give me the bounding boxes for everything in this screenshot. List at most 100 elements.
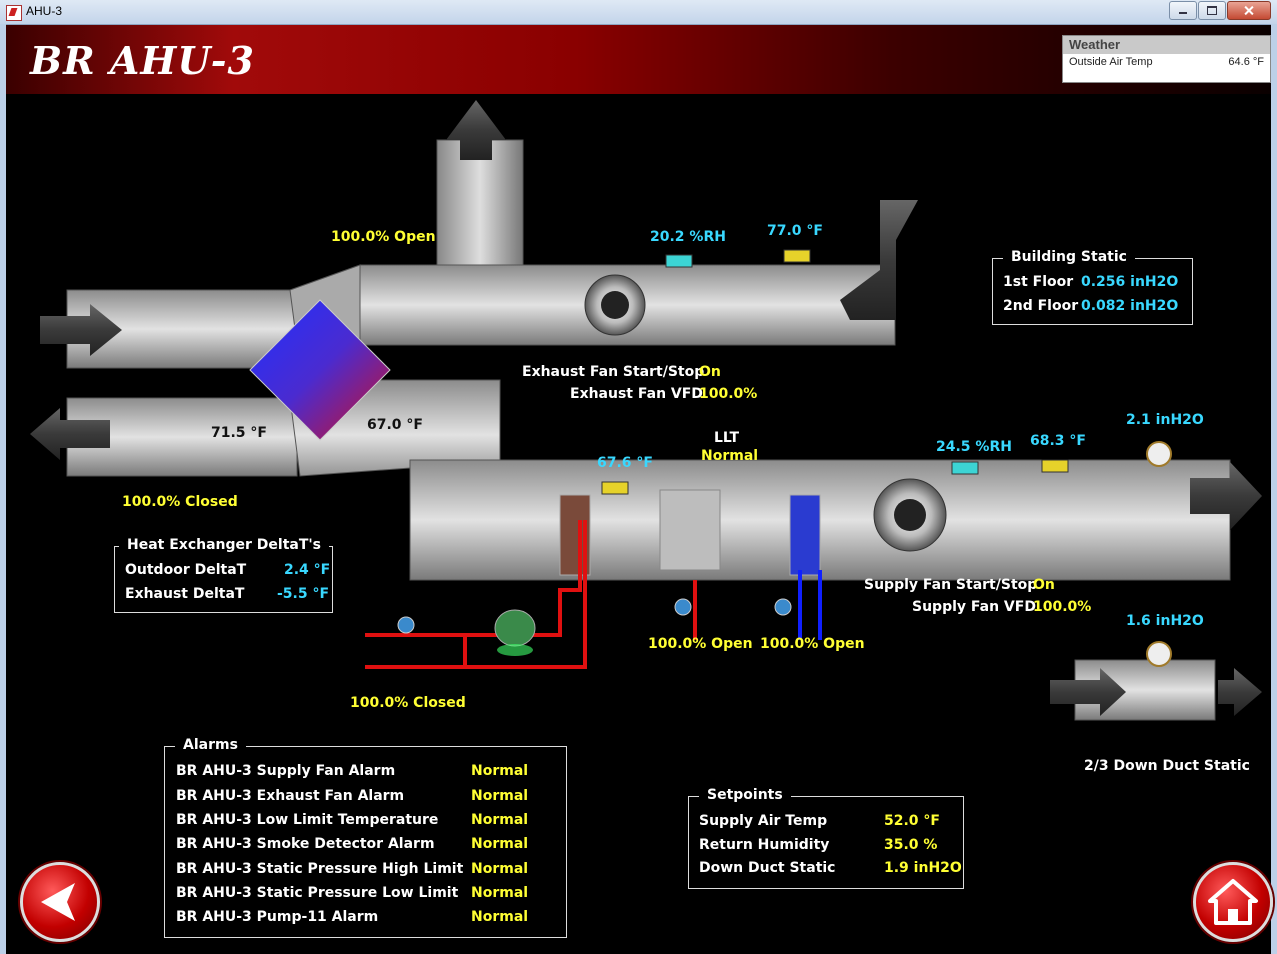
- alarm-status: Normal: [471, 836, 529, 852]
- exhaust-fan-vfd-label: Exhaust Fan VFD: [570, 386, 703, 402]
- maximize-button[interactable]: [1198, 1, 1226, 20]
- exhaust-damper-position: 100.0% Open: [331, 229, 436, 245]
- pump-valve-actuator: [397, 616, 415, 634]
- exhaust-stack: [436, 100, 524, 291]
- supply-humidity-sensor: [951, 461, 979, 475]
- alarm-label: BR AHU-3 Static Pressure High Limit: [176, 861, 464, 877]
- exhaust-air-out-arrow: [30, 408, 110, 460]
- alarm-status: Normal: [471, 909, 529, 925]
- home-button[interactable]: [1193, 862, 1273, 942]
- back-arrow-icon: [41, 883, 75, 921]
- hx-delta-title: Heat Exchanger DeltaT's: [119, 537, 330, 553]
- supply-duct: [409, 459, 1262, 581]
- outdoor-delta-value: 2.4 °F: [284, 562, 331, 578]
- supply-static-value: 2.1 inH2O: [1126, 412, 1204, 428]
- floor2-static-label: 2nd Floor: [1003, 298, 1079, 314]
- window-frame-left: [0, 24, 6, 954]
- alarm-status: Normal: [471, 788, 529, 804]
- setpoint-down-duct-value[interactable]: 1.9 inH2O: [884, 860, 962, 876]
- down-duct-static-gauge: [1146, 641, 1172, 667]
- exhaust-delta-value: -5.5 °F: [277, 586, 330, 602]
- hot-water-valve-position[interactable]: 100.0% Open: [648, 636, 753, 652]
- supply-fan-start-label: Supply Fan Start/Stop: [864, 577, 1038, 593]
- setpoint-supply-air-label: Supply Air Temp: [699, 813, 828, 829]
- setpoint-return-humidity-label: Return Humidity: [699, 837, 830, 853]
- setpoint-supply-air-value[interactable]: 52.0 °F: [884, 813, 940, 829]
- app-icon: [6, 5, 22, 21]
- filter-section: [659, 489, 721, 571]
- exhaust-fan-start-value[interactable]: On: [699, 364, 721, 380]
- hot-water-valve-actuator: [674, 598, 692, 616]
- floor1-static-value: 0.256 inH2O: [1081, 274, 1179, 290]
- outdoor-damper-position: 100.0% Closed: [122, 494, 238, 510]
- supply-temp-value: 68.3 °F: [1030, 433, 1086, 449]
- page-title: BR AHU-3: [30, 38, 255, 83]
- hx-delta-panel: Heat Exchanger DeltaT's Outdoor DeltaT 2…: [114, 537, 333, 613]
- minimize-button[interactable]: [1169, 1, 1197, 20]
- supply-fan-vfd-label: Supply Fan VFD: [912, 599, 1036, 615]
- back-button[interactable]: [20, 862, 100, 942]
- outdoor-air-duct: [40, 289, 298, 369]
- chilled-water-valve-actuator: [774, 598, 792, 616]
- cooling-coil: [789, 494, 821, 576]
- outdoor-air-in-arrow: [40, 304, 122, 356]
- alarm-label: BR AHU-3 Smoke Detector Alarm: [176, 836, 435, 852]
- alarm-label: BR AHU-3 Static Pressure Low Limit: [176, 885, 459, 901]
- down-duct: [1050, 641, 1262, 721]
- exhaust-delta-label: Exhaust DeltaT: [125, 586, 245, 602]
- alarm-status: Normal: [471, 763, 529, 779]
- alarm-label: BR AHU-3 Exhaust Fan Alarm: [176, 788, 405, 804]
- alarm-label: BR AHU-3 Supply Fan Alarm: [176, 763, 396, 779]
- setpoint-return-humidity-value[interactable]: 35.0 %: [884, 837, 938, 853]
- close-button[interactable]: [1227, 1, 1271, 20]
- return-humidity-value: 20.2 %RH: [650, 229, 726, 245]
- supply-fan-vfd-value[interactable]: 100.0%: [1033, 599, 1092, 615]
- alarm-label: BR AHU-3 Pump-11 Alarm: [176, 909, 379, 925]
- window-frame-right: [1271, 24, 1277, 954]
- setpoint-down-duct-label: Down Duct Static: [699, 860, 836, 876]
- return-temp-sensor: [783, 249, 811, 263]
- window-controls: [1168, 1, 1271, 20]
- supply-static-gauge: [1146, 441, 1172, 467]
- llt-status: Normal: [701, 448, 759, 464]
- exhaust-fan-start-label: Exhaust Fan Start/Stop: [522, 364, 705, 380]
- heat-exchanger: [249, 299, 391, 441]
- down-duct-static-value: 1.6 inH2O: [1126, 613, 1204, 629]
- preheat-temp-value: 67.6 °F: [597, 455, 653, 471]
- outdoor-delta-label: Outdoor DeltaT: [125, 562, 247, 578]
- floor1-static-label: 1st Floor: [1003, 274, 1074, 290]
- floor2-static-value: 0.082 inH2O: [1081, 298, 1179, 314]
- setpoints-panel: Setpoints Supply Air Temp 52.0 °F Return…: [688, 787, 964, 889]
- alarms-panel: Alarms BR AHU-3 Supply Fan Alarm Normal …: [164, 737, 567, 938]
- llt-label: LLT: [714, 430, 740, 446]
- supply-temp-sensor: [1041, 459, 1069, 473]
- exhaust-out-arrow: [446, 100, 506, 160]
- window-titlebar: AHU-3: [0, 0, 1277, 25]
- alarm-status: Normal: [471, 885, 529, 901]
- return-in-arrow: [840, 200, 918, 320]
- return-temp-value: 77.0 °F: [767, 223, 823, 239]
- hx-exhaust-temp-value: 71.5 °F: [211, 425, 267, 441]
- chilled-water-valve-position[interactable]: 100.0% Open: [760, 636, 865, 652]
- down-duct-label: 2/3 Down Duct Static: [1084, 758, 1250, 774]
- hx-supply-temp-value: 67.0 °F: [367, 417, 423, 433]
- alarm-label: BR AHU-3 Low Limit Temperature: [176, 812, 439, 828]
- header-banner: [6, 25, 1271, 94]
- building-static-panel: Building Static 1st Floor 0.256 inH2O 2n…: [992, 249, 1193, 325]
- building-static-title: Building Static: [1003, 249, 1135, 265]
- heating-piping: [365, 520, 822, 669]
- supply-out-arrow: [1190, 462, 1262, 530]
- home-icon: [1208, 879, 1258, 925]
- alarm-status: Normal: [471, 812, 529, 828]
- exhaust-fan-vfd-value[interactable]: 100.0%: [699, 386, 758, 402]
- preheat-temp-sensor: [601, 481, 629, 495]
- pump-valve-position[interactable]: 100.0% Closed: [350, 695, 466, 711]
- supply-humidity-value: 24.5 %RH: [936, 439, 1012, 455]
- setpoints-title: Setpoints: [699, 787, 791, 803]
- pump-11: [494, 609, 536, 647]
- weather-title: Weather: [1063, 36, 1270, 54]
- window-title: AHU-3: [26, 4, 63, 18]
- supply-fan-start-value[interactable]: On: [1033, 577, 1055, 593]
- weather-panel: Weather Outside Air Temp 64.6 °F: [1062, 35, 1271, 83]
